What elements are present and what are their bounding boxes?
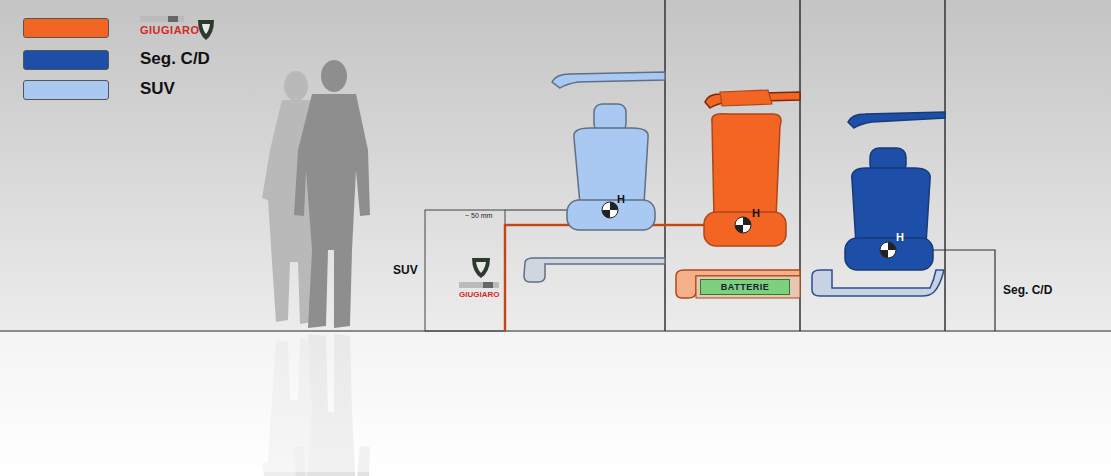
legend-swatch — [23, 50, 109, 70]
h-point-label: H — [752, 207, 760, 219]
h-point-label: H — [896, 231, 904, 243]
segment-label: Seg. C/D — [1003, 283, 1052, 297]
segment-label: SUV — [393, 263, 418, 277]
legend-swatch — [23, 18, 109, 38]
legend-text: Seg. C/D — [140, 49, 210, 69]
logo-text: GIUGIARO — [459, 290, 499, 299]
h-point-label: H — [617, 193, 625, 205]
battery-box: BATTERIE — [700, 279, 790, 295]
legend-swatch — [23, 80, 109, 100]
dimension: ~ 50 mm — [465, 212, 492, 219]
legend-text: GIUGIARO — [140, 24, 200, 36]
legend-text: SUV — [140, 79, 175, 99]
node-text: BATTERIE — [721, 282, 769, 292]
